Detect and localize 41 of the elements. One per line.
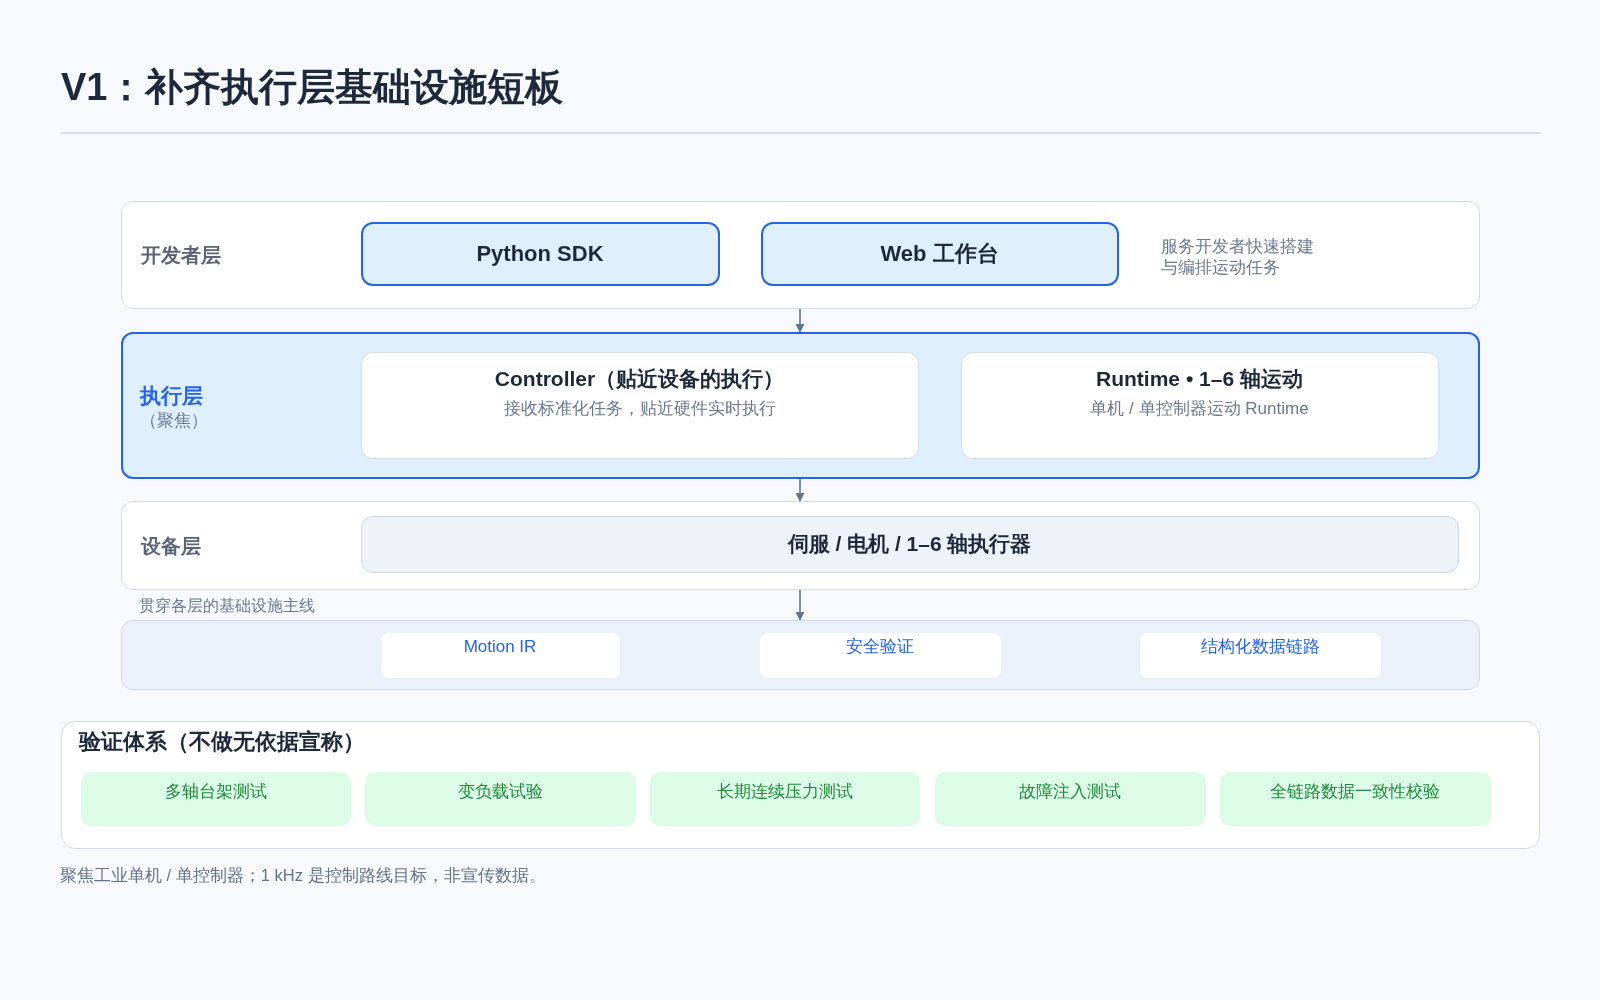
test-tile bbox=[364, 771, 636, 826]
module-title: Web 工作台 bbox=[880, 239, 999, 268]
panel-heading: 验证体系（不做无依据宣称） bbox=[79, 728, 365, 756]
layer-label: 执行层 bbox=[140, 383, 203, 409]
test-tile bbox=[934, 771, 1206, 826]
test-label: 多轴台架测试 bbox=[164, 780, 267, 802]
module-box bbox=[360, 351, 919, 459]
layer-description: 服务开发者快速搭建与编排运动任务 bbox=[1161, 236, 1315, 278]
module-title: Controller（贴近设备的执行） bbox=[494, 365, 785, 392]
test-tile bbox=[80, 771, 351, 826]
layer-band bbox=[121, 501, 1480, 590]
module-label: 结构化数据链路 bbox=[1200, 635, 1320, 657]
layer-label: 开发者层 bbox=[141, 242, 221, 268]
module-box bbox=[760, 221, 1119, 286]
module-subtitle: 接收标准化任务，贴近硬件实时执行 bbox=[503, 397, 776, 419]
test-label: 故障注入测试 bbox=[1019, 780, 1121, 802]
layer-band bbox=[121, 332, 1480, 479]
test-tile bbox=[1219, 771, 1491, 826]
module-label: 安全验证 bbox=[846, 635, 914, 657]
verification-panel bbox=[61, 721, 1540, 849]
module-box bbox=[360, 515, 1459, 573]
test-label: 变负载试验 bbox=[457, 780, 543, 802]
module-label: Motion IR bbox=[463, 635, 537, 657]
footnote: 聚焦工业单机 / 单控制器；1 kHz 是控制路线目标，非宣传数据。 bbox=[60, 865, 546, 886]
arrow bbox=[795, 478, 805, 502]
diagram-title: V1：补齐执行层基础设施短板 bbox=[61, 65, 564, 110]
module-box bbox=[960, 351, 1439, 459]
band-heading: 贯穿各层的基础设施主线 bbox=[139, 596, 315, 616]
module-subtitle: 单机 / 单控制器运动 Runtime bbox=[1090, 397, 1309, 419]
arrow bbox=[795, 308, 805, 333]
layer-band bbox=[121, 201, 1480, 309]
arrow bbox=[795, 589, 805, 621]
module-title: Python SDK bbox=[476, 239, 604, 268]
module-box bbox=[360, 221, 720, 286]
module-title: 伺服 / 电机 / 1–6 轴执行器 bbox=[787, 530, 1032, 557]
test-label: 全链路数据一致性校验 bbox=[1270, 780, 1440, 802]
layer-note: （聚焦） bbox=[140, 410, 208, 432]
module-title: Runtime • 1–6 轴运动 bbox=[1096, 365, 1303, 392]
test-label: 长期连续压力测试 bbox=[716, 780, 853, 802]
test-tile bbox=[649, 771, 920, 826]
layer-label: 设备层 bbox=[141, 533, 201, 558]
